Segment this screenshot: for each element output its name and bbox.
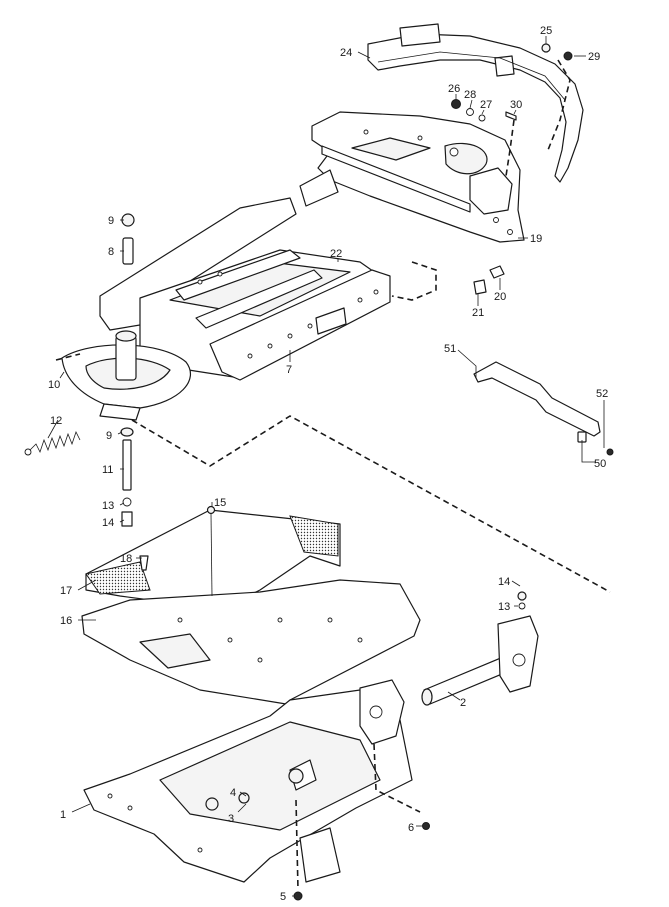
- callout-50: 50: [594, 458, 606, 470]
- spindle-stack: [120, 213, 135, 527]
- callout-9-upper: 9: [108, 215, 114, 227]
- callout-8: 8: [108, 246, 114, 258]
- callout-4: 4: [230, 787, 236, 799]
- part-10-pivot-plate: [55, 330, 192, 421]
- callout-51: 51: [444, 343, 456, 355]
- part-24-rear-bumper: [367, 23, 584, 183]
- callout-9-lower: 9: [106, 430, 112, 442]
- callout-22: 22: [330, 248, 342, 260]
- callout-7: 7: [286, 364, 292, 376]
- callout-17: 17: [60, 585, 72, 597]
- fasteners-26-30: [451, 43, 573, 177]
- part-7-upper-frame: [99, 197, 391, 381]
- callout-25: 25: [540, 25, 552, 37]
- callout-13-left: 13: [102, 500, 114, 512]
- callout-10: 10: [48, 379, 60, 391]
- callout-15: 15: [214, 497, 226, 509]
- callout-20: 20: [494, 291, 506, 303]
- callout-labels: 1 2 3 4 5 6 7 8 9 9 10 11 12 13 13 14 14…: [48, 25, 608, 903]
- callout-6: 6: [408, 822, 414, 834]
- part-1-main-frame: [83, 679, 430, 901]
- part-12-spring: [24, 430, 81, 456]
- part-16-floor-pan: [81, 579, 421, 705]
- callout-18: 18: [120, 553, 132, 565]
- callout-21: 21: [472, 307, 484, 319]
- reference-dash-line: [131, 415, 611, 593]
- callout-27: 27: [480, 99, 492, 111]
- callout-11: 11: [102, 464, 113, 476]
- callout-13-right: 13: [498, 601, 510, 613]
- callout-30: 30: [510, 99, 522, 111]
- leader-lines: [47, 36, 605, 897]
- callout-5: 5: [280, 891, 286, 903]
- callout-2: 2: [460, 697, 466, 709]
- callout-12: 12: [50, 415, 62, 427]
- callout-16: 16: [60, 615, 72, 627]
- callout-29: 29: [588, 51, 600, 63]
- callout-52: 52: [596, 388, 608, 400]
- callout-24: 24: [340, 47, 352, 59]
- bolts-15-18: [139, 505, 216, 597]
- part-17-footplate: [85, 509, 341, 611]
- callout-19: 19: [530, 233, 542, 245]
- callout-14-right: 14: [498, 576, 510, 588]
- part-51-side-bracket: [473, 361, 614, 456]
- callout-28: 28: [464, 89, 476, 101]
- callout-3: 3: [228, 813, 234, 825]
- callout-1: 1: [60, 809, 66, 821]
- part-2-axle: [421, 591, 539, 706]
- bolts-20-21-22: [332, 261, 505, 301]
- callout-26: 26: [448, 83, 460, 95]
- part-19-rear-plate: [299, 111, 525, 243]
- callout-14-left: 14: [102, 517, 114, 529]
